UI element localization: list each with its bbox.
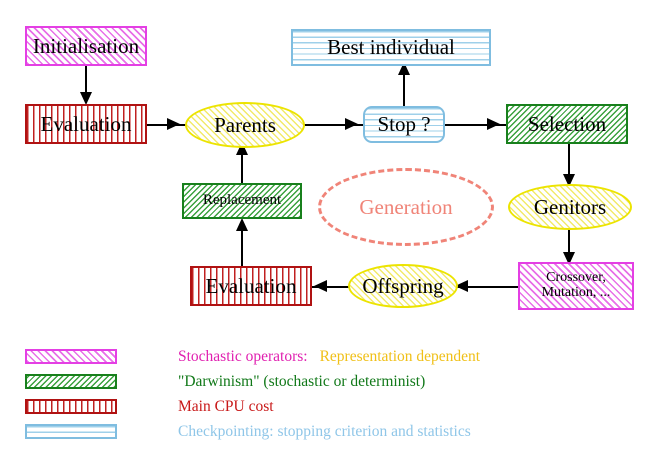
node-genitors-label: Genitors <box>533 194 607 219</box>
node-genitors[interactable]: Genitors <box>508 184 632 230</box>
legend-swatch-green <box>25 374 117 389</box>
legend-row-darwinism: "Darwinism" (stochastic or determinist) <box>25 369 645 394</box>
node-replacement[interactable]: Replacement <box>182 183 302 219</box>
node-evaluation-top[interactable]: Evaluation <box>25 104 147 144</box>
arrowhead-down-crossover <box>563 252 575 265</box>
legend-label-darwinism: "Darwinism" (stochastic or determinist) <box>178 372 426 390</box>
edge-stop-selection <box>443 124 508 126</box>
node-offspring-label: Offspring <box>362 273 444 298</box>
node-evaluation-top-label: Evaluation <box>40 111 132 136</box>
node-crossover-mutation-label: Crossover, Mutation, ... <box>541 270 611 300</box>
edge-offspring-evaluation <box>312 286 356 288</box>
arrowhead-right-selection <box>487 118 500 130</box>
node-generation-label: Generation <box>359 194 453 219</box>
node-evaluation-bottom-label: Evaluation <box>205 273 297 298</box>
legend-text-main-cpu-cost: Main CPU cost <box>147 380 274 434</box>
edge-genitors-crossover <box>568 228 570 264</box>
edge-parents-stop <box>303 124 365 126</box>
legend-label-stochastic-operators: Stochastic operators: <box>178 347 308 365</box>
legend-swatch-blue <box>25 424 117 439</box>
node-best-individual[interactable]: Best individual <box>291 29 491 66</box>
edge-evaluation-replacement <box>241 222 243 268</box>
legend-label-representation-dependent: Representation dependent <box>319 347 481 365</box>
legend-text-checkpointing: Checkpointing: stopping criterion and st… <box>147 405 471 459</box>
legend-label-checkpointing: Checkpointing: stopping criterion and st… <box>178 422 471 440</box>
node-replacement-label: Replacement <box>202 192 282 209</box>
legend: Stochastic operators: Representation depe… <box>25 344 645 444</box>
legend-row-checkpointing: Checkpointing: stopping criterion and st… <box>25 419 645 444</box>
node-evaluation-bottom[interactable]: Evaluation <box>190 266 312 306</box>
edge-stop-best-individual <box>403 66 405 106</box>
edge-crossover-offspring <box>455 286 518 288</box>
node-crossover-mutation[interactable]: Crossover, Mutation, ... <box>518 262 634 310</box>
node-initialisation-label: Initialisation <box>32 33 140 58</box>
edge-selection-genitors <box>568 144 570 186</box>
node-offspring[interactable]: Offspring <box>348 264 458 308</box>
arrowhead-left-evaluation-bottom <box>314 280 327 292</box>
edge-replacement-parents <box>241 146 243 185</box>
arrowhead-down-initialisation <box>80 92 92 105</box>
node-stop[interactable]: Stop ? <box>363 106 445 143</box>
node-selection-label: Selection <box>527 111 607 136</box>
node-parents[interactable]: Parents <box>185 102 305 148</box>
edge-initialisation-evaluation <box>85 66 87 100</box>
legend-swatch-red <box>25 399 117 414</box>
arrowhead-right-parents <box>167 118 180 130</box>
arrowhead-right-stop <box>345 118 358 130</box>
legend-text-darwinism: "Darwinism" (stochastic or determinist) <box>147 355 425 409</box>
legend-swatch-magenta <box>25 349 117 364</box>
legend-label-main-cpu-cost: Main CPU cost <box>178 397 274 415</box>
node-parents-label: Parents <box>214 112 276 137</box>
legend-row-main-cpu-cost: Main CPU cost <box>25 394 645 419</box>
arrowhead-up-replacement <box>236 218 248 231</box>
node-selection[interactable]: Selection <box>506 104 628 144</box>
node-stop-label: Stop ? <box>377 112 431 137</box>
arrowhead-left-offspring <box>455 280 468 292</box>
node-best-individual-label: Best individual <box>327 35 455 60</box>
node-generation: Generation <box>318 168 494 246</box>
legend-row-stochastic-operators: Stochastic operators: Representation depe… <box>25 344 645 369</box>
node-initialisation[interactable]: Initialisation <box>25 26 147 66</box>
legend-text-stochastic-operators: Stochastic operators: Representation depe… <box>147 330 480 384</box>
